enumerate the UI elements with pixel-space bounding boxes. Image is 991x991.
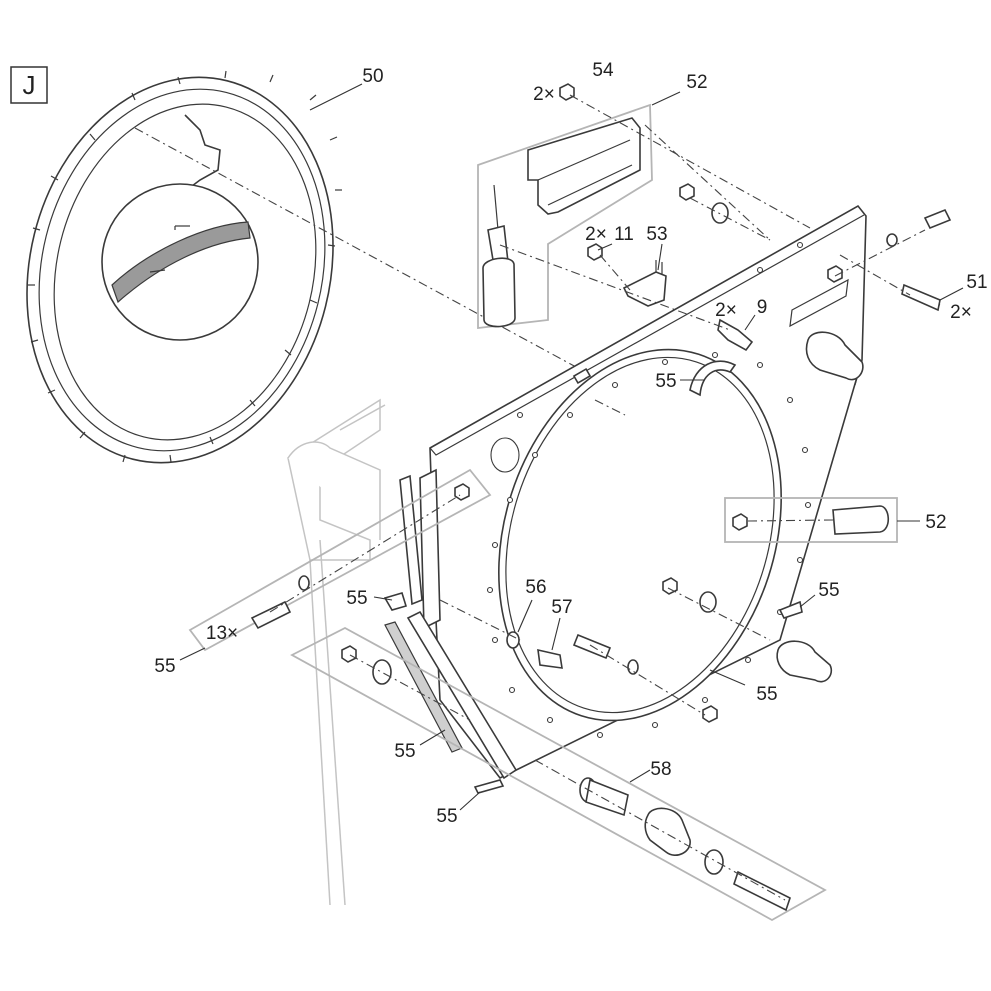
back-panel xyxy=(429,204,867,780)
callout-55-g: 55 xyxy=(436,806,457,827)
hardware xyxy=(188,183,952,922)
sensor-bracket-group xyxy=(477,103,653,330)
callout-55-a: 55 xyxy=(655,371,676,392)
callout-11-qty: 2× xyxy=(585,224,607,245)
callout-9-qty: 2× xyxy=(715,300,737,321)
side-strips xyxy=(383,468,803,794)
callout-13-qty: 13× xyxy=(206,623,238,644)
housing-ghost xyxy=(287,398,386,906)
callout-50: 50 xyxy=(362,66,383,87)
callout-52-top: 52 xyxy=(686,72,707,93)
callout-11: 11 xyxy=(614,224,634,245)
callout-55-f: 55 xyxy=(154,656,175,677)
bracket-53 xyxy=(559,83,667,307)
callout-55-d: 55 xyxy=(756,684,777,705)
callout-54-qty: 2× xyxy=(533,84,555,105)
callout-57: 57 xyxy=(551,597,572,618)
callout-55-b: 55 xyxy=(818,580,839,601)
callout-53: 53 xyxy=(646,224,667,245)
alignment-lines xyxy=(269,94,926,901)
callout-52-right: 52 xyxy=(925,512,946,533)
section-label: J xyxy=(10,66,48,104)
callout-9: 9 xyxy=(757,297,768,318)
callout-labels: 50 54 2× 52 2× 11 53 51 2× 2× 9 55 52 55… xyxy=(154,60,987,827)
callout-55-e: 55 xyxy=(394,741,415,762)
callout-56: 56 xyxy=(525,577,546,598)
callout-58: 58 xyxy=(650,759,671,780)
leader-lines xyxy=(179,83,964,811)
callout-54: 54 xyxy=(592,60,614,81)
rim-holes xyxy=(486,241,812,739)
ring-assembly xyxy=(26,70,601,464)
callout-55-c: 55 xyxy=(346,588,367,609)
section-label-text: J xyxy=(23,70,36,100)
callout-51: 51 xyxy=(966,272,987,293)
callout-51-qty: 2× xyxy=(950,302,972,323)
